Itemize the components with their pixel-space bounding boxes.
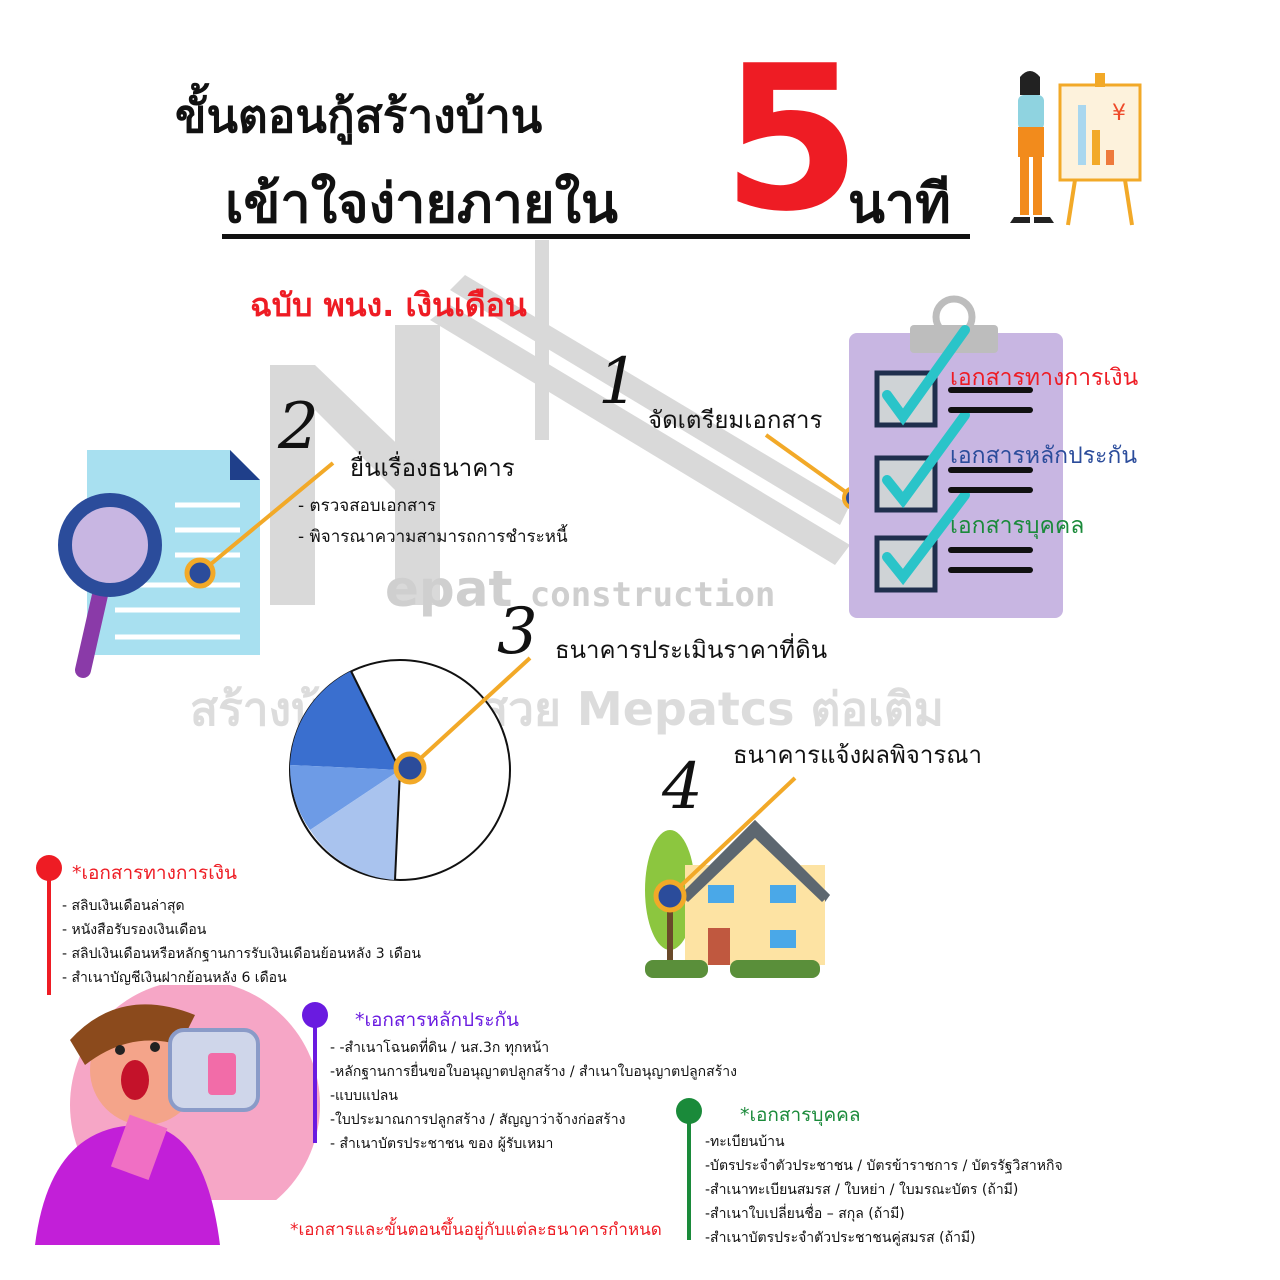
footnote: *เอกสารและขั้นตอนขึ้นอยู่กับแต่ละธนาคารก…: [290, 1220, 662, 1240]
watermark-brand: epat construction: [385, 560, 776, 618]
personal-item-4: -สำเนาใบเปลี่ยนชื่อ – สกุล (ถ้ามี): [705, 1206, 905, 1222]
collateral-item-5: - สำเนาบัตรประชาชน ของ ผู้รับเหมา: [330, 1136, 554, 1152]
edition-label: ฉบับ พนง. เงินเดือน: [250, 286, 527, 324]
title-line-1: ขั้นตอนกู้สร้างบ้าน: [175, 89, 543, 143]
presenter-illustration: ¥: [1010, 71, 1142, 226]
step-2-title: ยื่นเรื่องธนาคาร: [350, 454, 515, 482]
step-4-number: 4: [662, 750, 703, 824]
collateral-pin-line: [313, 1015, 317, 1143]
title-minutes: นาที: [848, 172, 951, 235]
personal-item-1: -ทะเบียนบ้าน: [705, 1134, 785, 1150]
step-1-number: 1: [598, 345, 639, 419]
watermark-logo: [270, 240, 850, 605]
personal-item-5: -สำเนาบัตรประจำตัวประชาชนคู่สมรส (ถ้ามี): [705, 1230, 976, 1246]
svg-text:¥: ¥: [1112, 101, 1126, 126]
step-2-detail-2: - พิจารณาความสามารถการชำระหนี้: [298, 527, 568, 547]
title-underline: [222, 234, 970, 239]
collateral-item-4: -ใบประมาณการปลูกสร้าง / สัญญาว่าจ้างก่อส…: [330, 1112, 626, 1128]
financial-pin: [36, 855, 62, 881]
personal-list-title: *เอกสารบุคคล: [740, 1104, 861, 1126]
man-with-phone-illustration: [35, 985, 320, 1245]
collateral-item-3: -แบบแปลน: [330, 1088, 398, 1104]
step-3-title: ธนาคารประเมินราคาที่ดิน: [555, 636, 828, 664]
financial-item-1: - สลิบเงินเดือนล่าสุด: [62, 898, 185, 914]
step-3-number: 3: [497, 595, 538, 669]
financial-item-2: - หนังสือรับรองเงินเดือน: [62, 922, 207, 938]
step-4-title: ธนาคารแจ้งผลพิจารณา: [733, 741, 982, 769]
personal-pin: [676, 1098, 702, 1124]
collateral-item-1: - -สำเนาโฉนดที่ดิน / นส.3ก ทุกหน้า: [330, 1040, 550, 1056]
house-illustration: [645, 820, 830, 978]
financial-item-4: - สำเนาบัญชีเงินฝากย้อนหลัง 6 เดือน: [62, 970, 287, 986]
clipboard-illustration: [849, 295, 1063, 618]
step-2-detail-1: - ตรวจสอบเอกสาร: [298, 496, 436, 516]
step-1-title: จัดเตรียมเอกสาร: [648, 406, 823, 434]
financial-list-title: *เอกสารทางการเงิน: [72, 862, 237, 884]
title-line-2: เข้าใจง่ายภายใน: [225, 172, 618, 235]
checklist-financial-label: เอกสารทางการเงิน: [950, 365, 1139, 391]
personal-item-2: -บัตรประจำตัวประชาชน / บัตรข้าราชการ / บ…: [705, 1158, 1063, 1174]
collateral-list-title: *เอกสารหลักประกัน: [355, 1009, 520, 1031]
title-number: 5: [722, 23, 862, 256]
personal-item-3: -สำเนาทะเบียนสมรส / ใบหย่า / ใบมรณะบัตร …: [705, 1182, 1019, 1198]
collateral-pin: [302, 1002, 328, 1028]
financial-pin-line: [47, 865, 51, 995]
step-2-number: 2: [278, 390, 319, 464]
checklist-personal-label: เอกสารบุคคล: [950, 513, 1085, 539]
document-magnifier-illustration: [58, 450, 260, 678]
collateral-item-2: -หลักฐานการยื่นขอใบอนุญาตปลูกสร้าง / สำเ…: [330, 1064, 737, 1080]
step-2-connector: [184, 461, 335, 589]
step-3-connector: [393, 656, 532, 785]
checklist-collateral-label: เอกสารหลักประกัน: [950, 443, 1138, 469]
financial-item-3: - สลิปเงินเดือนหรือหลักฐานการรับเงินเดือ…: [62, 946, 421, 962]
step-4-connector: [653, 776, 797, 913]
personal-pin-line: [687, 1110, 691, 1240]
